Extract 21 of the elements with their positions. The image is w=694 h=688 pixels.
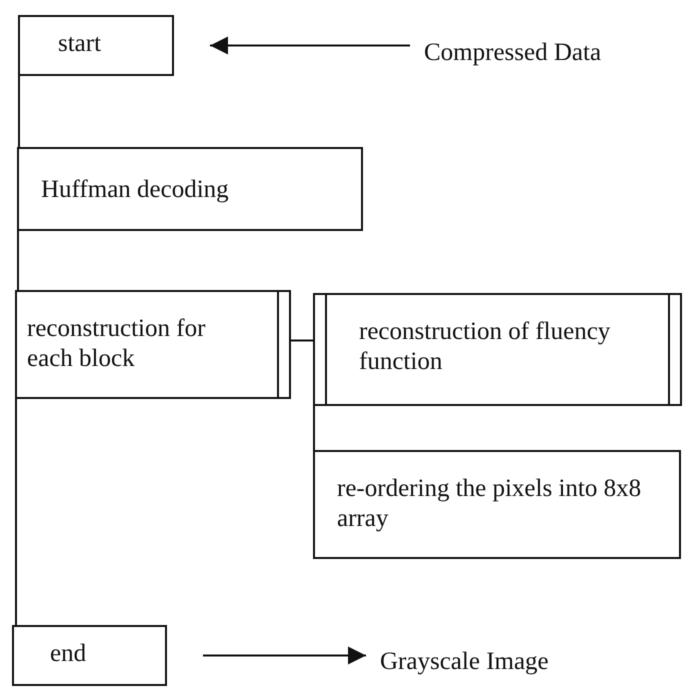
process-box [313,293,682,406]
process-box [17,147,363,231]
connector-line [313,406,315,450]
box-label: Huffman decoding [41,175,229,205]
process-box [18,15,174,76]
box-label: start [58,29,102,59]
box-label: end [50,639,86,669]
connector-line [18,76,20,147]
connector-line [17,231,19,290]
process-box [313,450,681,559]
process-box [15,290,291,399]
flow-label: Compressed Data [424,38,602,68]
connector-line [291,340,313,342]
box-label: reconstruction for each block [27,314,206,374]
box-label: re-ordering the pixels into 8x8 array [337,474,642,534]
flow-label: Grayscale Image [380,647,549,677]
connector-line [15,399,17,625]
arrow [210,36,410,54]
arrow [203,646,366,664]
process-box [12,625,167,686]
box-label: reconstruction of fluency function [359,317,612,377]
